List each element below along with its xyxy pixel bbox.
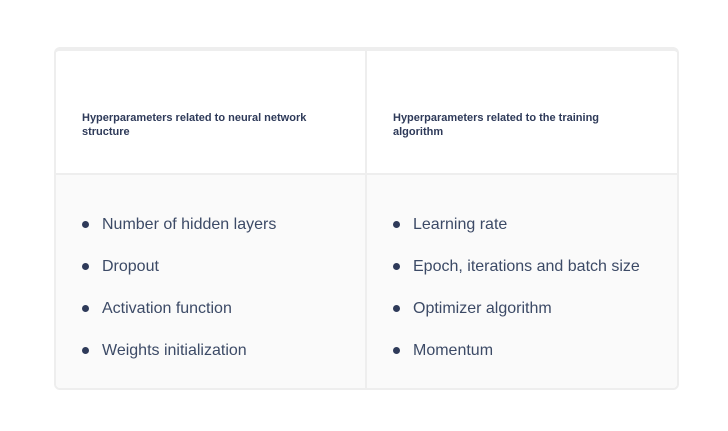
bullet-icon bbox=[82, 263, 89, 270]
list-item-label: Dropout bbox=[102, 257, 159, 275]
list-item: Optimizer algorithm bbox=[393, 286, 657, 331]
bullet-icon bbox=[393, 221, 400, 228]
list-item: Dropout bbox=[82, 244, 345, 289]
list-item: Activation function bbox=[82, 286, 345, 331]
column-header-training-algorithm: Hyperparameters related to the training … bbox=[367, 51, 677, 175]
list-item-label: Learning rate bbox=[413, 215, 508, 233]
bullet-icon bbox=[393, 347, 400, 354]
column-header-neural-network-structure: Hyperparameters related to neural networ… bbox=[56, 51, 367, 175]
bullet-icon bbox=[82, 305, 89, 312]
list-item: Learning rate bbox=[393, 202, 657, 247]
column-header-label: Hyperparameters related to the training … bbox=[393, 112, 600, 138]
table-grid: Hyperparameters related to neural networ… bbox=[56, 51, 677, 388]
bullet-icon bbox=[82, 221, 89, 228]
list-item: Momentum bbox=[393, 328, 657, 373]
bullet-icon bbox=[393, 263, 400, 270]
list-item-label: Activation function bbox=[102, 299, 232, 317]
bullet-icon bbox=[393, 305, 400, 312]
list-item: Weights initialization bbox=[82, 328, 345, 373]
list-item-label: Weights initialization bbox=[102, 341, 247, 359]
list-item-label: Optimizer algorithm bbox=[413, 299, 552, 317]
bullet-icon bbox=[82, 347, 89, 354]
bullet-list: Number of hidden layers Dropout Activati… bbox=[82, 202, 345, 373]
list-item-label: Epoch, iterations and batch size bbox=[413, 257, 640, 275]
list-item-label: Momentum bbox=[413, 341, 494, 359]
column-body-training-algorithm: Learning rate Epoch, iterations and batc… bbox=[367, 175, 677, 388]
column-body-neural-network-structure: Number of hidden layers Dropout Activati… bbox=[56, 175, 367, 388]
column-header-label: Hyperparameters related to neural networ… bbox=[82, 112, 307, 138]
list-item: Number of hidden layers bbox=[82, 202, 345, 247]
list-item: Epoch, iterations and batch size bbox=[393, 244, 657, 289]
list-item-label: Number of hidden layers bbox=[102, 215, 277, 233]
hyperparameters-table: Hyperparameters related to neural networ… bbox=[54, 47, 679, 390]
bullet-list: Learning rate Epoch, iterations and batc… bbox=[393, 202, 657, 373]
